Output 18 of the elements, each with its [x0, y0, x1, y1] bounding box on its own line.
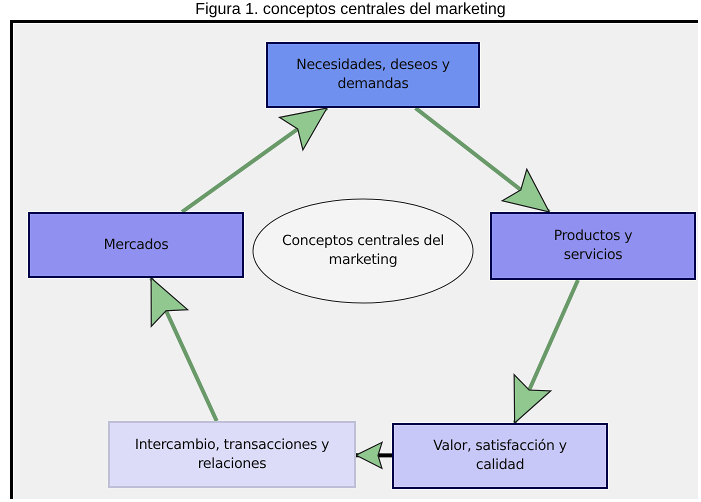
arrow	[355, 442, 392, 469]
node-label: Necesidades, deseos y demandas	[295, 56, 451, 94]
concept-box	[392, 423, 608, 489]
arrow	[149, 277, 218, 422]
figure-title: Figura 1. conceptos centrales del marketing	[194, 0, 507, 19]
arrow	[180, 106, 328, 214]
node-label: Valor, satisfacción y calidad	[432, 437, 568, 475]
node-label: Conceptos centrales del marketing	[281, 232, 445, 270]
arrow	[512, 279, 580, 424]
concept-box	[490, 212, 696, 280]
ellipse-node	[252, 198, 474, 304]
node-label: Productos y servicios	[552, 227, 634, 265]
concept-box	[108, 421, 356, 488]
concept-box	[266, 42, 480, 108]
node-label: Mercados	[102, 236, 170, 254]
arrow	[414, 106, 550, 214]
concept-box	[28, 212, 244, 278]
node-label: Intercambio, transacciones y relaciones	[134, 436, 330, 474]
